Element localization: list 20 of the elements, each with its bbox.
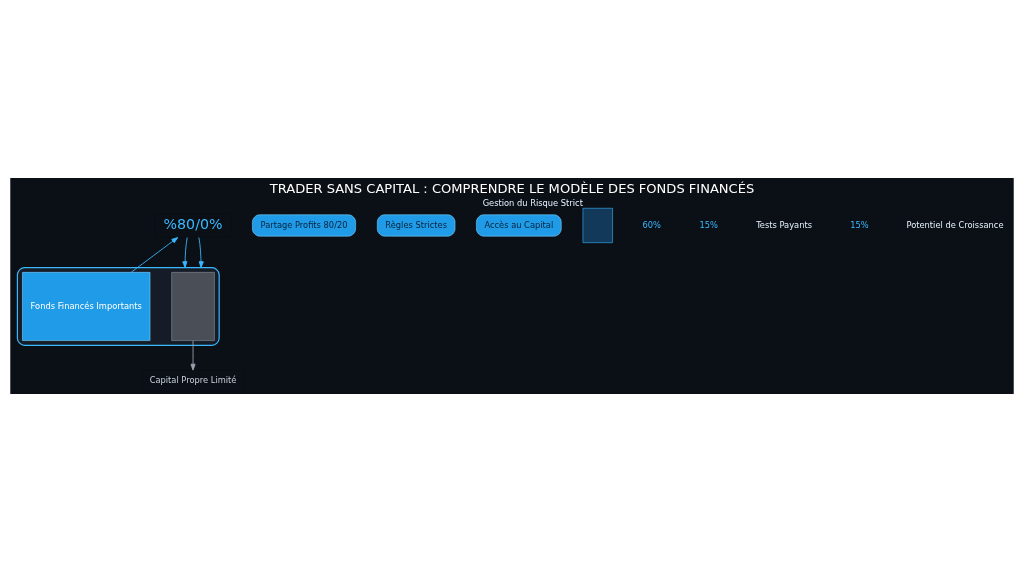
arrow bbox=[198, 237, 204, 269]
node-box: Partage Profits 80/20 bbox=[252, 214, 356, 237]
arrow bbox=[182, 237, 188, 269]
arrow bbox=[190, 340, 196, 371]
node-box bbox=[582, 207, 613, 243]
cluster bbox=[16, 267, 220, 346]
node-label: Gestion du Risque Strict bbox=[482, 198, 583, 209]
node-box: Accès au Capital bbox=[476, 214, 562, 237]
label: Potentiel de Croissance bbox=[906, 219, 1004, 230]
label: 15% bbox=[850, 219, 869, 230]
node-text: Capital Propre Limité bbox=[149, 375, 237, 386]
node-box: Fonds Financés Importants bbox=[22, 272, 151, 341]
node-text: %80/0% bbox=[163, 216, 223, 233]
arrow bbox=[130, 237, 179, 273]
node-box: Règles Strictes bbox=[377, 214, 456, 237]
label: 15% bbox=[699, 219, 718, 230]
label: Tests Payants bbox=[756, 219, 812, 230]
node-box bbox=[171, 272, 215, 341]
label: 60% bbox=[642, 219, 661, 230]
diagram-title: TRADER SANS CAPITAL : COMPRENDRE LE MODÈLE DES FONDS FINANCÉS bbox=[269, 181, 755, 197]
